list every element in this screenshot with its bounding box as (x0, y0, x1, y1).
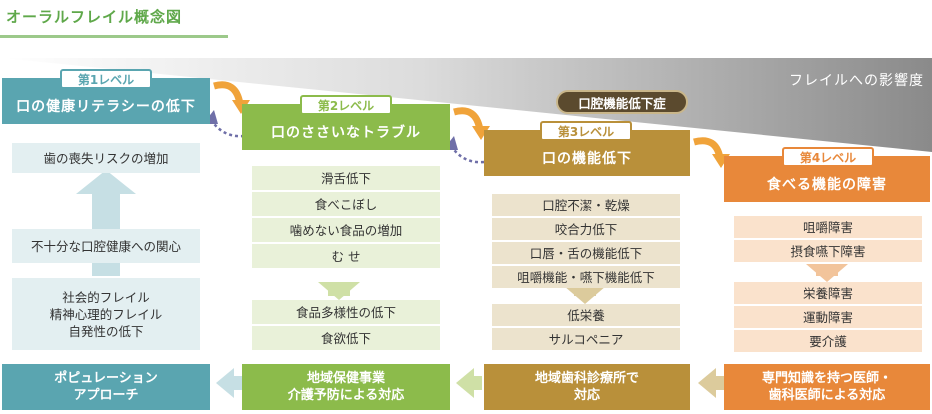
impact-wedge (2, 58, 932, 152)
level2-list-top: 滑舌低下 食べこぼし 噛めない食品の増加 む せ (252, 166, 440, 268)
response-specialist: 専門知識を持つ医師・ 歯科医師による対応 (724, 364, 930, 410)
level4-header-label: 食べる機能の障害 (767, 177, 887, 193)
level2-item: む せ (252, 244, 440, 268)
level4-tab: 第4レベル (782, 147, 874, 167)
level4-list-top: 咀嚼障害 摂食嚥下障害 (734, 216, 922, 262)
response-community-health: 地域保健事業 介護予防による対応 (242, 364, 450, 410)
page-title: オーラルフレイル概念図 (6, 8, 183, 26)
title-underline (0, 35, 228, 38)
level3-item: 口唇・舌の機能低下 (492, 242, 680, 264)
level2-item: 食品多様性の低下 (252, 300, 440, 324)
level1-item-tooth-loss: 歯の喪失リスクの増加 (12, 143, 200, 173)
level3-list-bottom: 低栄養 サルコペニア (492, 304, 680, 350)
level3-tab: 第3レベル (540, 121, 632, 141)
level4-item: 運動障害 (734, 306, 922, 328)
level2-header-label: 口のささいなトラブル (271, 125, 421, 141)
level2-item: 食欲低下 (252, 326, 440, 350)
level2-list-bottom: 食品多様性の低下 食欲低下 (252, 300, 440, 350)
oral-decline-badge: 口腔機能低下症 (556, 90, 688, 114)
level4-item: 栄養障害 (734, 282, 922, 304)
down-arrow-col4 (806, 264, 848, 282)
down-arrow-col2 (318, 282, 360, 300)
level3-item: 咬合力低下 (492, 218, 680, 240)
level4-item: 咀嚼障害 (734, 216, 922, 238)
level2-item: 滑舌低下 (252, 166, 440, 190)
level1-item-frailty: 社会的フレイル 精神心理的フレイル 自発性の低下 (12, 278, 200, 350)
level2-tab: 第2レベル (300, 95, 392, 115)
level1-item-low-interest: 不十分な口腔健康への関心 (12, 229, 200, 263)
level3-item: 低栄養 (492, 304, 680, 326)
level3-item: 口腔不潔・乾燥 (492, 194, 680, 216)
response-dental-clinic: 地域歯科診療所で 対応 (484, 364, 690, 410)
level3-item: 咀嚼機能・嚥下機能低下 (492, 266, 680, 288)
down-arrow-col3 (564, 286, 606, 304)
left-arrow-4-to-3 (698, 368, 724, 398)
level2-item: 噛めない食品の増加 (252, 218, 440, 242)
level2-item: 食べこぼし (252, 192, 440, 216)
level3-header-label: 口の機能低下 (542, 151, 632, 167)
level4-list-bottom: 栄養障害 運動障害 要介護 (734, 282, 922, 352)
level3-item: サルコペニア (492, 328, 680, 350)
level4-item: 摂食嚥下障害 (734, 240, 922, 262)
left-arrow-2-to-1 (216, 368, 242, 398)
impact-label: フレイルへの影響度 (789, 73, 924, 89)
left-arrow-3-to-2 (456, 368, 482, 398)
up-arrow-head (76, 170, 136, 194)
level3-list-top: 口腔不潔・乾燥 咬合力低下 口唇・舌の機能低下 咀嚼機能・嚥下機能低下 (492, 194, 680, 288)
level4-item: 要介護 (734, 330, 922, 352)
level1-header-label: 口の健康リテラシーの低下 (16, 99, 196, 115)
response-population-approach: ポピュレーション アプローチ (2, 364, 210, 410)
level1-tab: 第1レベル (60, 69, 152, 89)
